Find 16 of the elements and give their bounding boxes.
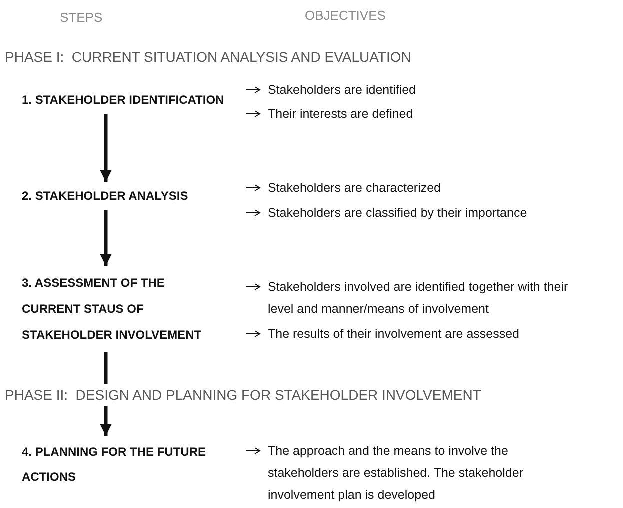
- objective-text: Stakeholders are classified by their importance: [268, 205, 528, 222]
- objective-text: Their interests are defined: [268, 106, 414, 123]
- column-heading: STEPS: [60, 10, 103, 25]
- objective-text: The results of their involvement are assessed: [268, 326, 521, 343]
- step-label: 3. ASSESSMENT OF THE CURRENT STAUS OF STAKEHOLDER INVOLVEMENT: [22, 275, 203, 344]
- objective-text: The approach and the means to involve the stakeholders are established. The stakeholder involvement plan is developed: [268, 443, 524, 504]
- down-arrow: [100, 114, 112, 182]
- objective-text: Stakeholders involved are identified together with their level and manner/means of involvement: [268, 279, 570, 318]
- objective-text: Stakeholders are identified: [268, 82, 418, 99]
- step-label: 4. PLANNING FOR THE FUTURE ACTIONS: [22, 444, 208, 486]
- step-label: 1. STAKEHOLDER IDENTIFICATION: [22, 92, 226, 109]
- phase-heading: PHASE II: DESIGN AND PLANNING FOR STAKEHOLDER INVOLVEMENT: [5, 384, 482, 406]
- down-arrow: [100, 210, 112, 266]
- step-label: 2. STAKEHOLDER ANALYSIS: [22, 188, 190, 205]
- column-heading: OBJECTIVES: [305, 8, 386, 23]
- objective-text: Stakeholders are characterized: [268, 180, 442, 197]
